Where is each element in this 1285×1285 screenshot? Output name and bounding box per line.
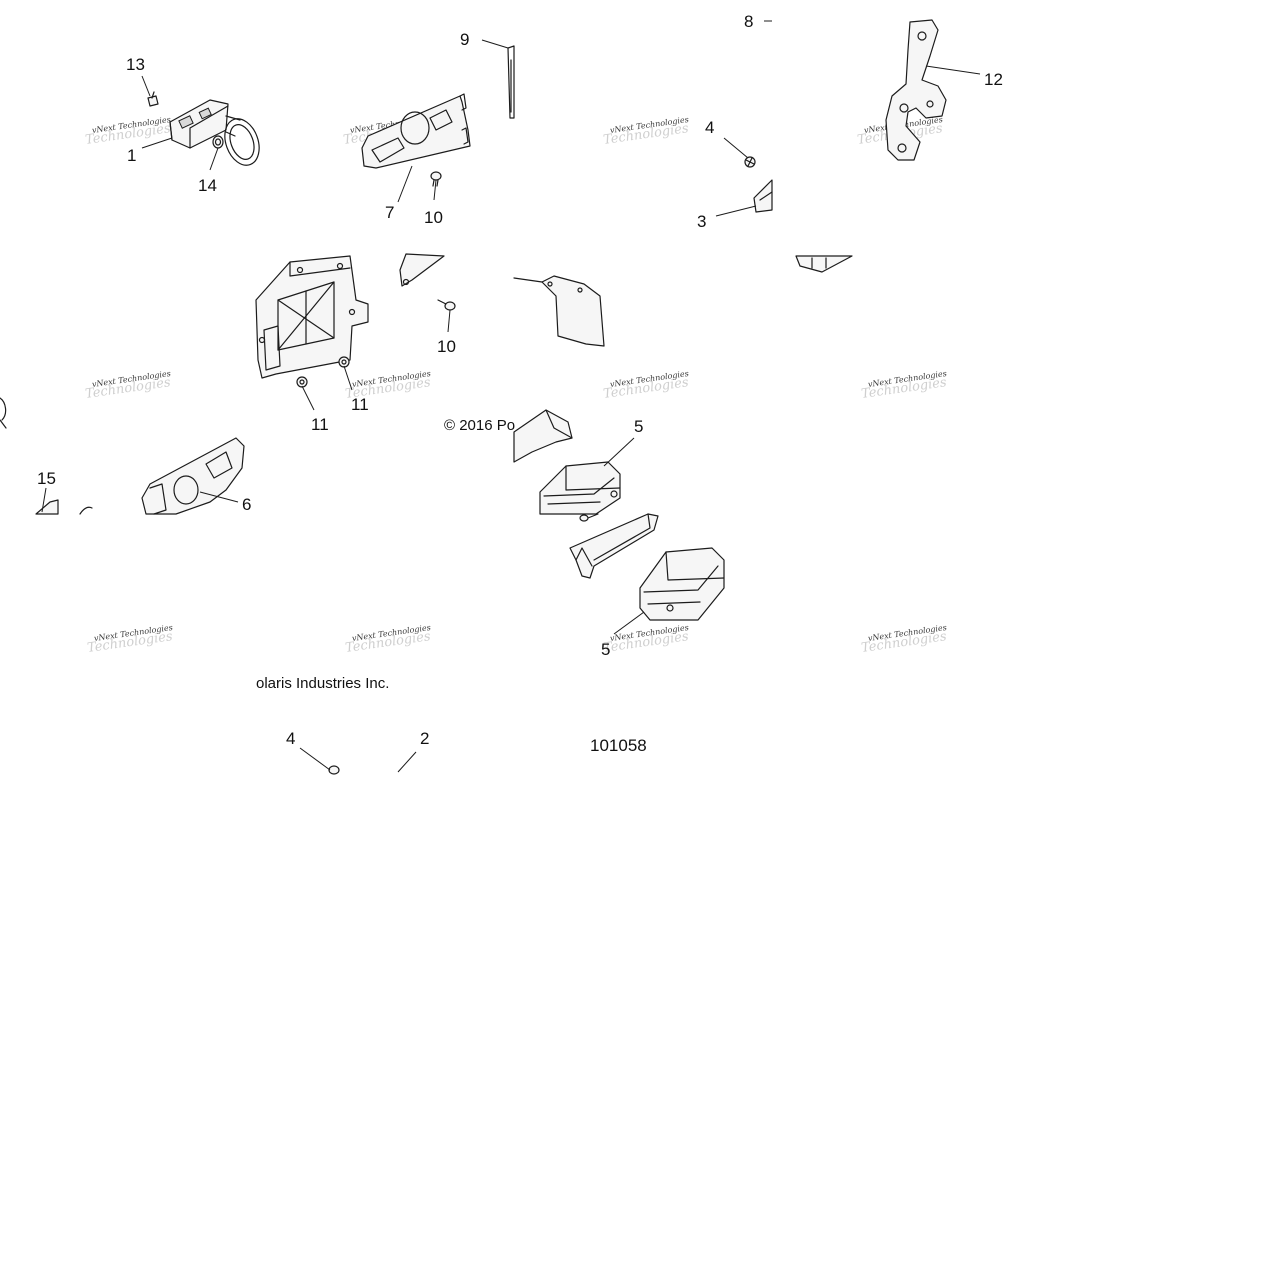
leader-lines (41, 20, 981, 773)
callout-3: 3 (697, 212, 706, 231)
part-main-frame (255, 255, 369, 379)
callout-8: 8 (744, 12, 753, 31)
callout-13: 13 (126, 55, 145, 74)
part-4-screw-top (744, 156, 756, 168)
callout-14: 14 (198, 176, 217, 195)
callout-9: 9 (460, 30, 469, 49)
part-fragment-box (795, 255, 853, 273)
copyright-text-part1: © 2016 Po (444, 417, 515, 434)
callout-2: 2 (420, 729, 429, 748)
part-6-bracket (141, 437, 245, 515)
part-mount-arm-upper (513, 409, 573, 463)
callout-4-bottom: 4 (286, 729, 295, 748)
callout-15: 15 (37, 469, 56, 488)
part-5-lamp-upper (539, 461, 621, 515)
copyright-text-part2: olaris Industries Inc. (256, 675, 389, 692)
part-13-screw (147, 91, 159, 107)
callout-12: 12 (984, 70, 1003, 89)
part-11-nut-right (338, 356, 350, 368)
part-5-lamp-lower (639, 547, 725, 621)
part-screw-between (579, 513, 599, 522)
callout-labels: 13 1 14 9 7 10 8 12 4 3 10 11 11 5 15 6 … (37, 12, 1003, 748)
figure-number: 101058 (590, 736, 647, 755)
part-plate (513, 275, 605, 347)
part-mount-arm-lower (569, 513, 659, 579)
callout-4-top: 4 (705, 118, 714, 137)
part-14-nut (212, 135, 224, 149)
part-10-bolt-mid (437, 299, 456, 311)
part-bracket-mid (399, 253, 445, 287)
part-fragment-left (0, 397, 7, 429)
part-7-bracket (361, 93, 471, 169)
callout-7: 7 (385, 203, 394, 222)
callout-5-upper: 5 (634, 417, 643, 436)
part-1-switch-housing (169, 99, 260, 166)
part-9-strip (507, 45, 515, 119)
part-15-fragment (35, 499, 93, 515)
callout-10-mid: 10 (437, 337, 456, 356)
callout-5-lower: 5 (601, 640, 610, 659)
callout-10-top: 10 (424, 208, 443, 227)
part-3-clamp (753, 179, 773, 213)
part-11-nut-left (296, 376, 308, 388)
callout-11-left: 11 (311, 415, 329, 434)
callout-1: 1 (127, 146, 136, 165)
callout-11-right: 11 (351, 395, 369, 414)
part-4-screw-bottom (328, 765, 340, 775)
callout-6: 6 (242, 495, 251, 514)
part-12-bracket (885, 19, 947, 161)
